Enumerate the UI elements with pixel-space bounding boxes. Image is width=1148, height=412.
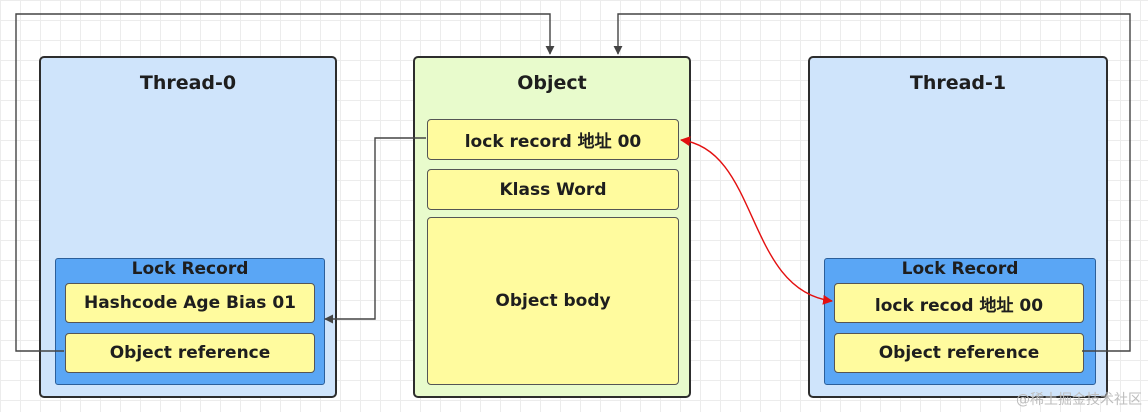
thread-0-lock-record-title: Lock Record [131, 259, 249, 279]
thread-1-box: Thread-1 Lock Record lock recod 地址 00 Ob… [808, 56, 1108, 398]
thread-1-lock-record: Lock Record lock recod 地址 00 Object refe… [824, 258, 1096, 385]
thread-0-title: Thread-0 [139, 72, 237, 94]
watermark: @稀土掘金技术社区 [1016, 392, 1142, 408]
object-box: Object lock record 地址 00 Klass Word Obje… [413, 56, 691, 398]
object-title: Object [517, 72, 587, 94]
thread-0-box: Thread-0 Lock Record Hashcode Age Bias 0… [39, 56, 337, 398]
object-mark-word-cell: lock record 地址 00 [427, 119, 679, 160]
thread-1-lock-record-title: Lock Record [901, 259, 1019, 279]
thread-0-mark-word-cell: Hashcode Age Bias 01 [65, 283, 315, 323]
object-klass-word-cell: Klass Word [427, 169, 679, 210]
thread-1-title: Thread-1 [909, 72, 1007, 94]
thread-0-object-reference-cell: Object reference [65, 333, 315, 373]
object-body-cell: Object body [427, 217, 679, 385]
thread-0-lock-record: Lock Record Hashcode Age Bias 01 Object … [55, 258, 325, 385]
thread-1-object-reference-cell: Object reference [834, 333, 1084, 373]
mark-word-to-thread-0-connector [324, 137, 426, 324]
thread-1-mark-word-cell: lock recod 地址 00 [834, 283, 1084, 323]
